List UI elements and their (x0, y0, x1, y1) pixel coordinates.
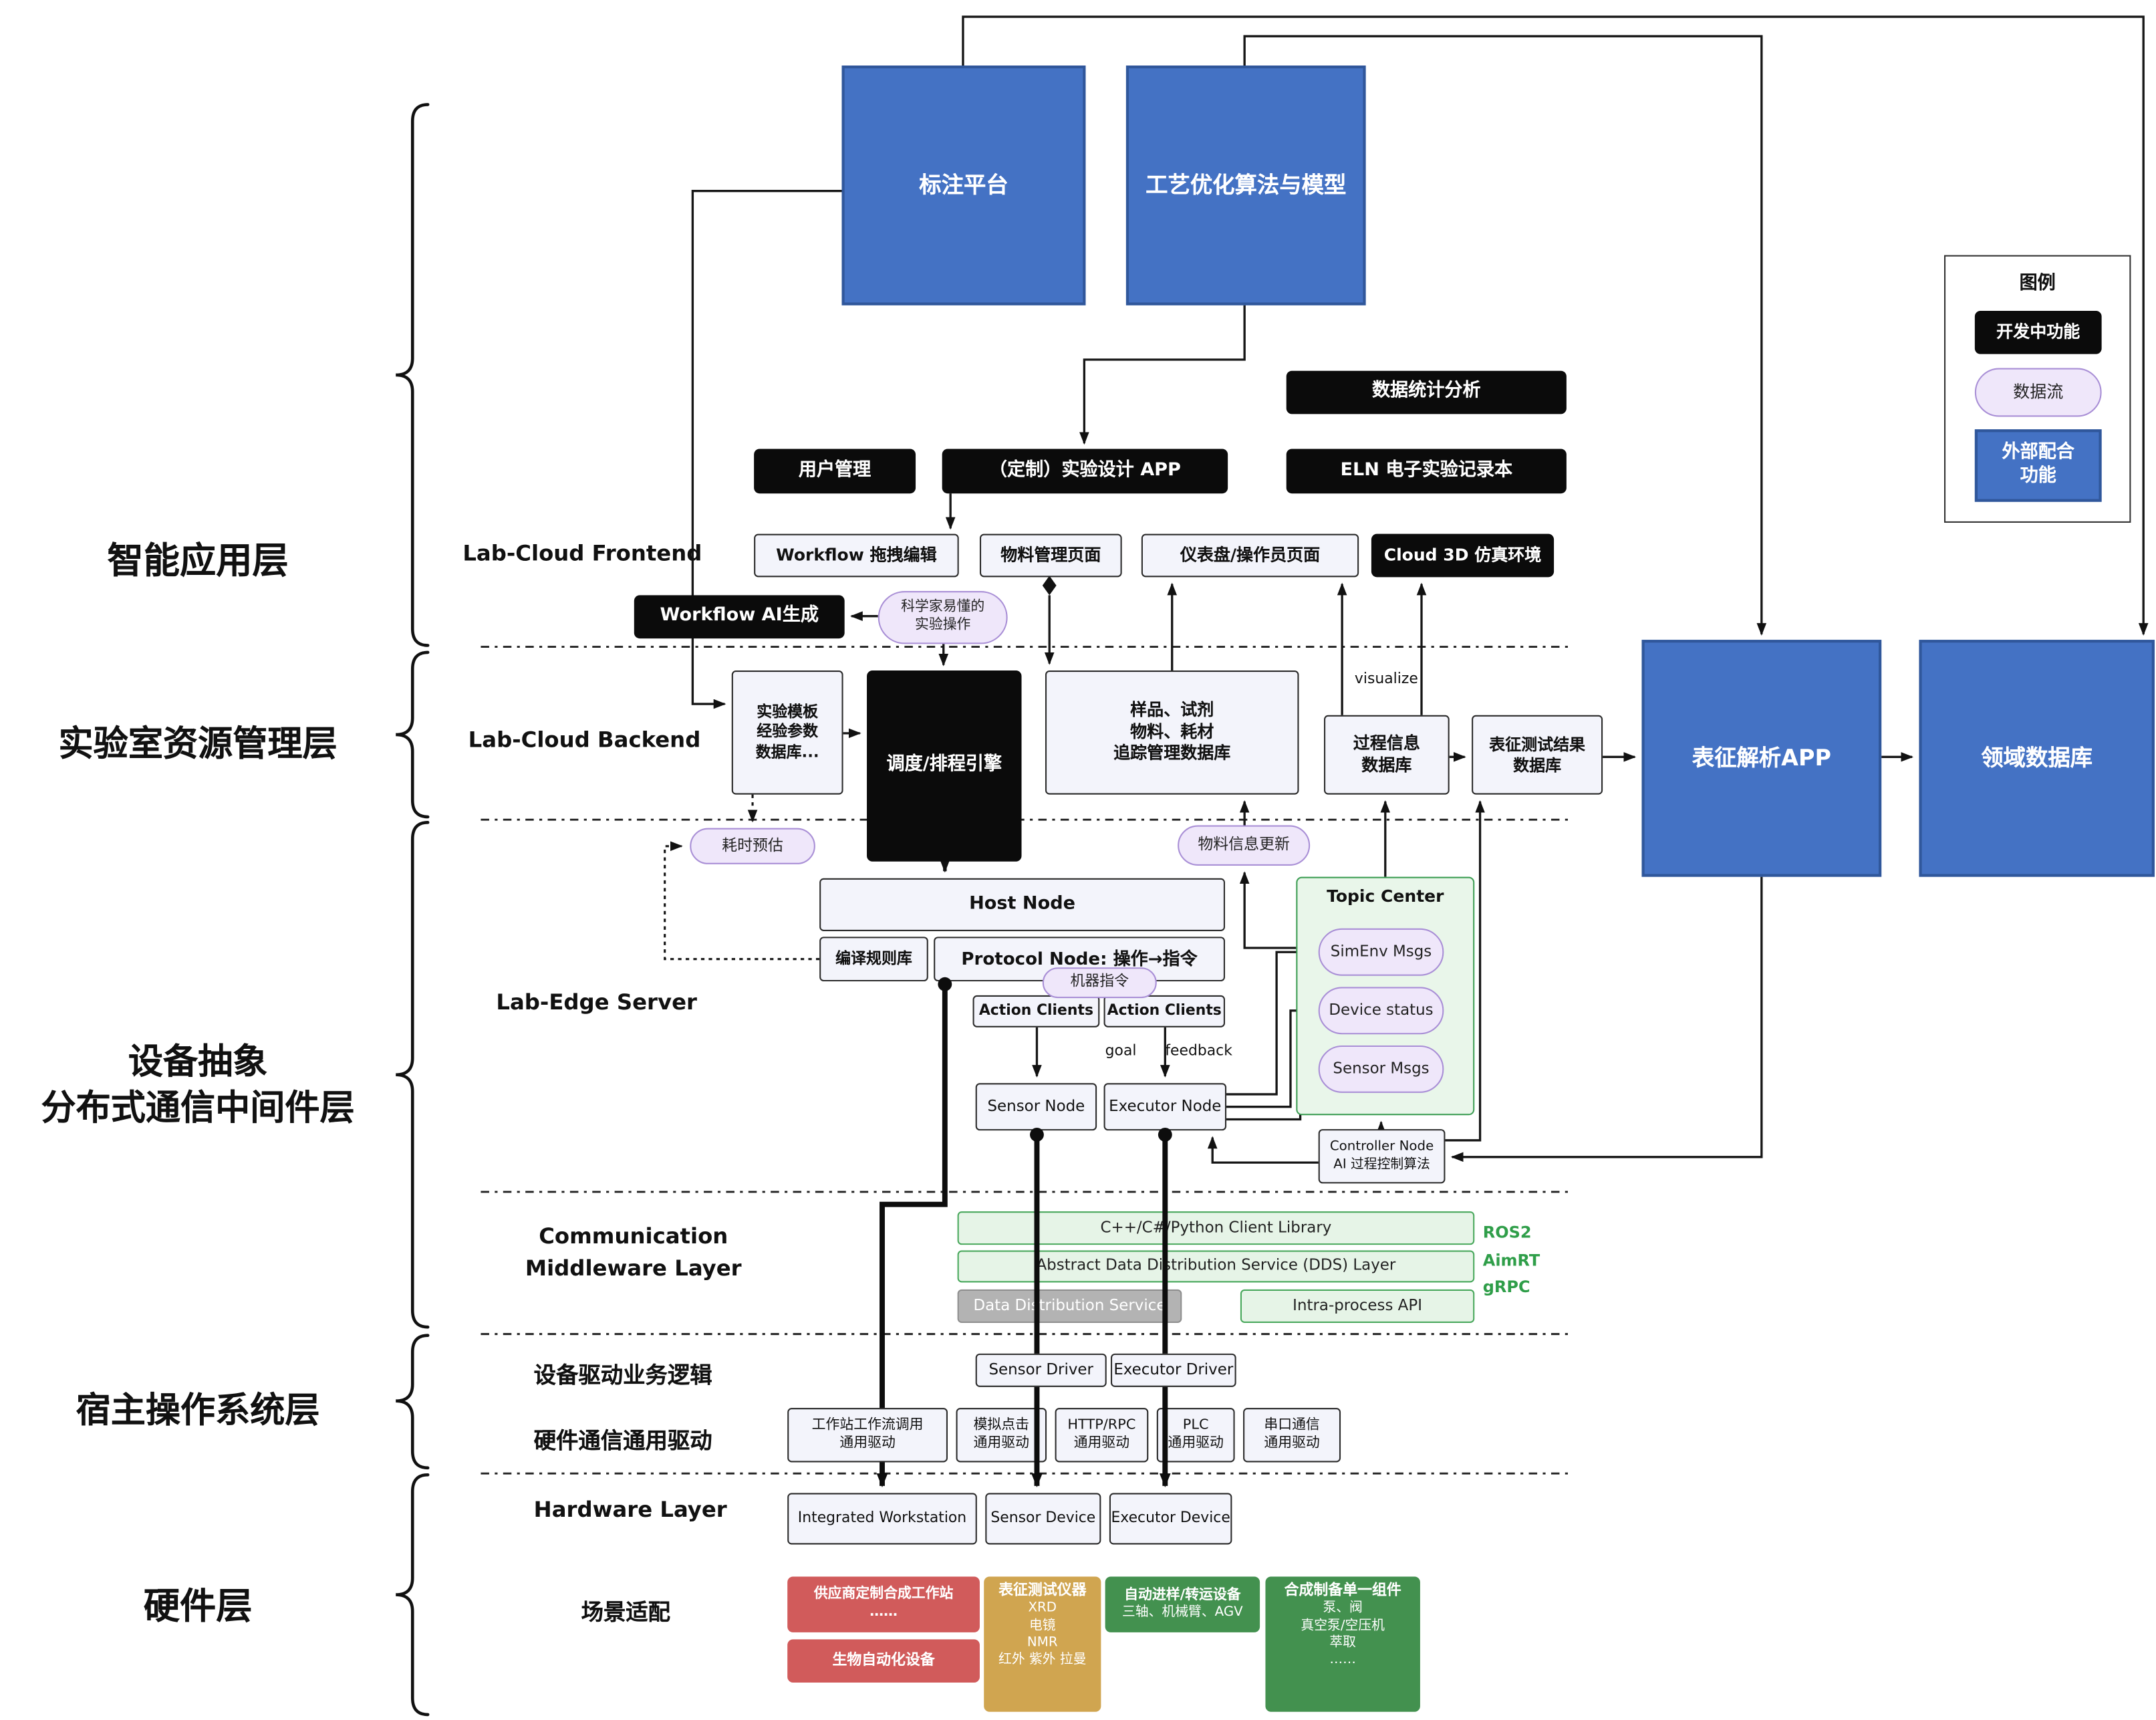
brace-hardware-layer (396, 1473, 430, 1717)
user-management-box: 用户管理 (754, 449, 916, 494)
click-driver-box: 模拟点击 通用驱动 (956, 1408, 1047, 1463)
scheduler-box: 调度/排程引擎 (867, 670, 1022, 862)
synthesis-components-body: 泵、阀 真空泵/空压机 萃取 …… (1301, 1600, 1385, 1667)
visualize-label: visualize (1354, 670, 1418, 688)
arrow-processopt-to-customapp (1079, 305, 1246, 445)
sensor-driver-box: Sensor Driver (975, 1353, 1107, 1387)
arrow-charapp-to-controller (1450, 876, 1763, 1162)
goal-label: goal (1105, 1042, 1137, 1060)
section-label-backend: Lab-Cloud Backend (468, 727, 701, 753)
characterization-app-box: 表征解析APP (1641, 640, 1882, 877)
section-label-driver-logic: 设备驱动业务逻辑 (533, 1362, 712, 1388)
ros2-label: ROS2 (1482, 1222, 1532, 1243)
plc-driver-box: PLC 通用驱动 (1156, 1408, 1235, 1463)
brace-middleware-layer (396, 821, 430, 1329)
autosampler-body: 三轴、机械臂、AGV (1121, 1604, 1243, 1620)
arrow-topic-to-materialupdate (1239, 871, 1297, 949)
feedback-label: feedback (1165, 1042, 1232, 1060)
vendor-workstation-box: 供应商定制合成工作站 …… (787, 1576, 980, 1632)
material-update-pill: 物料信息更新 (1178, 825, 1311, 866)
characterization-result-db-box: 表征测试结果 数据库 (1472, 715, 1603, 795)
controller-node-box: Controller Node AI 过程控制算法 (1318, 1129, 1446, 1184)
arrow-controller-to-executor (1207, 1136, 1319, 1164)
integrated-workstation-box: Integrated Workstation (787, 1493, 977, 1545)
trunk-protocol-to-workstation-1 (880, 984, 948, 1408)
process-info-db-box: 过程信息 数据库 (1324, 715, 1450, 795)
cloud3d-box: Cloud 3D 仿真环境 (1371, 533, 1555, 578)
synthesis-components-box: 合成制备单一组件 泵、阀 真空泵/空压机 萃取 …… (1265, 1576, 1420, 1712)
rule-library-box: 编译规则库 (819, 937, 928, 982)
template-db-box: 实验模板 经验参数 数据库... (731, 670, 843, 795)
layer-braces (396, 103, 430, 1717)
workflow-ai-box: Workflow AI生成 (634, 595, 845, 639)
domain-db-box: 领域数据库 (1919, 640, 2155, 877)
data-statistics-box: 数据统计分析 (1286, 370, 1567, 414)
sample-tracking-db-box: 样品、试剂 物料、耗材 追踪管理数据库 (1045, 670, 1299, 795)
simenv-msgs-pill: SimEnv Msgs (1318, 928, 1444, 976)
section-label-hardware: Hardware Layer (533, 1497, 727, 1523)
legend-dataflow-pill: 数据流 (1974, 368, 2102, 417)
bio-automation-box: 生物自动化设备 (787, 1639, 980, 1683)
dds-service-bar: Data Distribution Service (957, 1289, 1182, 1323)
executor-node-box: Executor Node (1103, 1083, 1227, 1131)
eln-box: ELN 电子实验记录本 (1286, 449, 1567, 494)
serial-driver-box: 串口通信 通用驱动 (1243, 1408, 1341, 1463)
brace-hostos-layer (396, 1334, 430, 1470)
section-label-hw-driver: 硬件通信通用驱动 (533, 1427, 712, 1454)
layer-label-resource: 实验室资源管理层 (58, 723, 338, 764)
grpc-label: gRPC (1482, 1277, 1530, 1297)
workflow-edit-box: Workflow 拖拽编辑 (754, 533, 959, 578)
executor-device-box: Executor Device (1109, 1493, 1232, 1545)
section-label-comm: Communication Middleware Layer (525, 1223, 742, 1281)
time-estimate-pill: 耗时预估 (690, 828, 815, 864)
aimrt-label: AimRT (1482, 1250, 1540, 1270)
material-page-box: 物料管理页面 (979, 533, 1122, 578)
layer-label-middleware: 设备抽象 分布式通信中间件层 (41, 1041, 355, 1127)
http-rpc-driver-box: HTTP/RPC 通用驱动 (1055, 1408, 1149, 1463)
diamond-materialpage (1042, 576, 1057, 596)
dashboard-box: 仪表盘/操作员页面 (1141, 533, 1359, 578)
autosampler-title: 自动进样/转运设备 (1124, 1587, 1241, 1603)
executor-driver-box: Executor Driver (1110, 1353, 1236, 1387)
sensor-msgs-pill: Sensor Msgs (1318, 1045, 1444, 1093)
machine-command-pill: 机器指令 (1042, 967, 1157, 999)
sensor-node-box: Sensor Node (975, 1083, 1097, 1131)
characterization-instruments-box: 表征测试仪器 XRD 电镜 NMR 红外 紫外 拉曼 (984, 1576, 1101, 1712)
layer-label-app: 智能应用层 (107, 541, 289, 583)
device-status-pill: Device status (1318, 987, 1444, 1035)
process-optimization-box: 工艺优化算法与模型 (1125, 66, 1366, 305)
autosampler-box: 自动进样/转运设备 三轴、机械臂、AGV (1105, 1576, 1260, 1632)
host-node-box: Host Node (819, 878, 1225, 931)
brace-app-layer (396, 103, 430, 647)
layer-label-hardware: 硬件层 (143, 1586, 253, 1628)
workstation-driver-box: 工作站工作流调用 通用驱动 (787, 1408, 948, 1463)
synthesis-components-title: 合成制备单一组件 (1284, 1582, 1401, 1599)
action-clients-b-box: Action Clients (1103, 995, 1225, 1027)
legend-external-box: 外部配合 功能 (1974, 429, 2102, 502)
legend-title: 图例 (2019, 273, 2056, 294)
section-label-edge: Lab-Edge Server (496, 989, 697, 1015)
section-label-scene: 场景适配 (581, 1598, 671, 1626)
sensor-device-box: Sensor Device (985, 1493, 1101, 1545)
legend-developing-box: 开发中功能 (1974, 311, 2102, 354)
brace-resource-layer (396, 650, 430, 819)
client-library-bar: C++/C#/Python Client Library (957, 1211, 1475, 1245)
action-clients-a-box: Action Clients (972, 995, 1100, 1027)
custom-experiment-app-box: （定制）实验设计 APP (942, 449, 1228, 494)
scientist-ops-pill: 科学家易懂的 实验操作 (878, 591, 1008, 644)
annotation-platform-box: 标注平台 (841, 66, 1086, 305)
layer-label-hostos: 宿主操作系统层 (76, 1390, 320, 1431)
characterization-instruments-body: XRD 电镜 NMR 红外 紫外 拉曼 (998, 1600, 1087, 1667)
characterization-instruments-title: 表征测试仪器 (998, 1582, 1087, 1599)
dds-layer-bar: Abstract Data Distribution Service (DDS)… (957, 1250, 1475, 1283)
section-label-frontend: Lab-Cloud Frontend (462, 541, 702, 566)
topic-center-title: Topic Center (1327, 886, 1444, 906)
intra-process-api-bar: Intra-process API (1240, 1289, 1475, 1323)
